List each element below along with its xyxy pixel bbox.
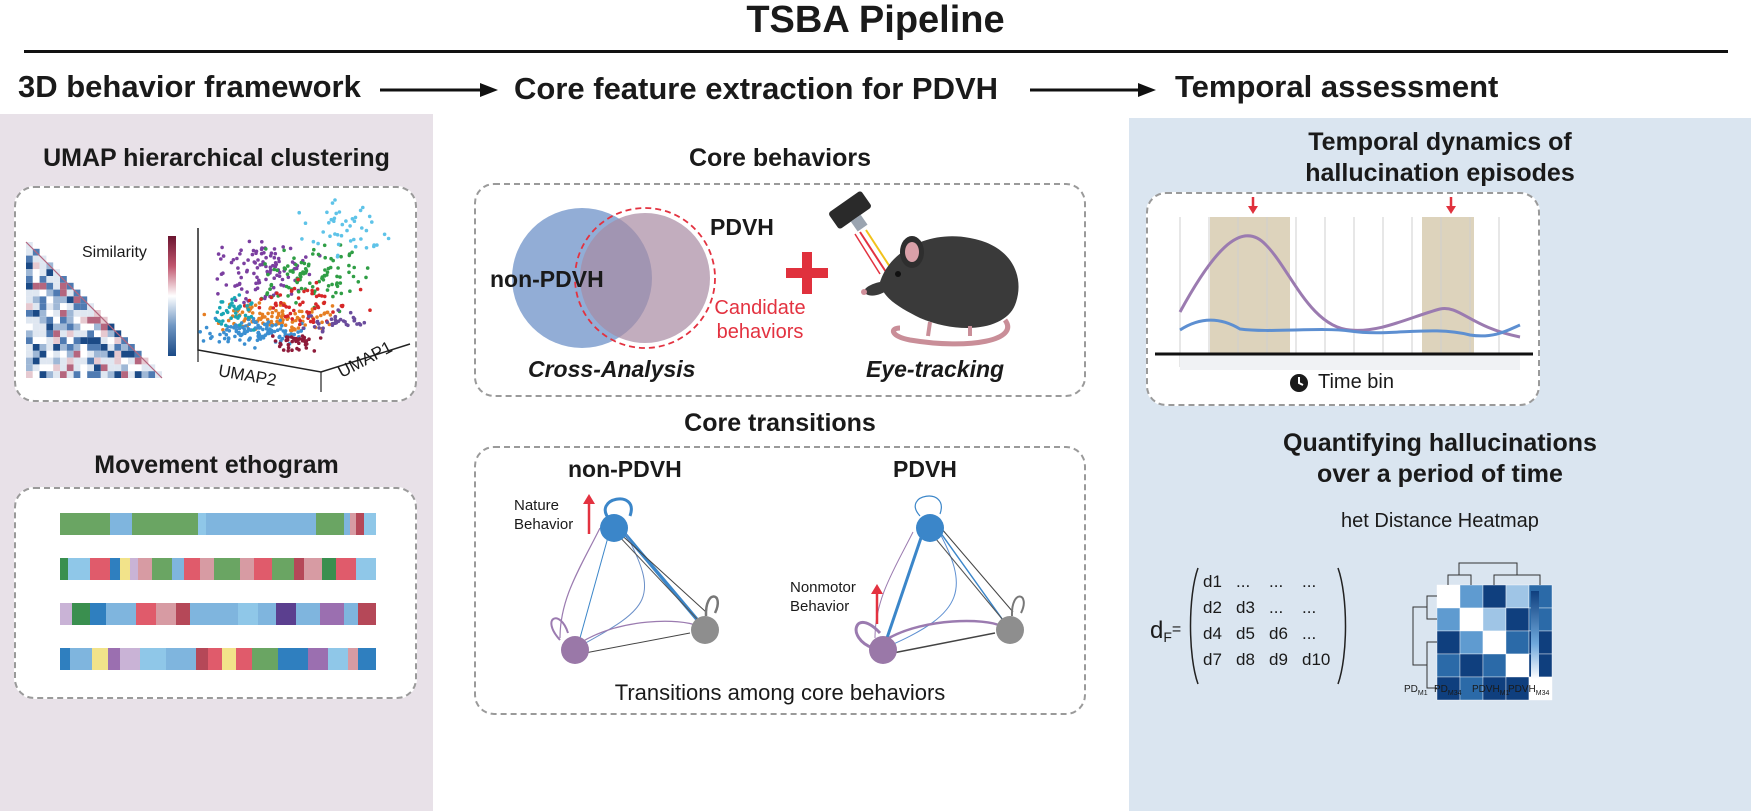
df-symbol: dF=: [1150, 617, 1181, 645]
matrix-cell: d7: [1203, 650, 1222, 669]
matrix-cell: ...: [1302, 598, 1317, 617]
df-subscript: F: [1163, 629, 1172, 645]
transition-graph-non-pdvh: [550, 497, 720, 664]
matrix-cell: d6: [1269, 624, 1288, 643]
matrix-cell: d3: [1236, 598, 1255, 617]
up-arrow-icon: [583, 494, 595, 534]
nonmotor-behavior-line-2: Behavior: [790, 598, 850, 615]
graph-title-pdvh: PDVH: [893, 456, 957, 482]
similarity-colorbar: [168, 236, 176, 356]
heatmap-label-base: PD: [1434, 684, 1448, 695]
clock-icon: [1290, 374, 1308, 392]
section-title-extraction: Core feature extraction for PDVH: [514, 71, 999, 106]
matrix-cell: ...: [1269, 572, 1284, 591]
matrix-cell: ...: [1302, 624, 1317, 643]
heatmap-label-sub: M1: [1499, 690, 1510, 697]
matrix-cell: d8: [1236, 650, 1255, 669]
up-arrow-icon: [871, 584, 883, 624]
df-d: d: [1150, 617, 1164, 644]
quant-title-line-1: Quantifying hallucinations: [1283, 429, 1597, 457]
candidate-behaviors-label: Candidate behaviors: [705, 296, 815, 344]
nature-behavior-line-2: Behavior: [514, 516, 574, 533]
graph-title-non-pdvh: non-PDVH: [568, 456, 682, 482]
temporal-title: Temporal dynamics of hallucination episo…: [1129, 127, 1751, 189]
time-bin-label: Time bin: [1318, 371, 1394, 393]
section-title-framework: 3D behavior framework: [18, 69, 361, 104]
candidate-line-1: Candidate: [714, 297, 806, 319]
matrix-cell: d10: [1302, 650, 1331, 669]
matrix-cell: ...: [1269, 598, 1284, 617]
similarity-label: Similarity: [82, 244, 147, 261]
matrix-brackets: [1189, 567, 1347, 685]
eye-tracking-label: Eye-tracking: [866, 356, 1005, 382]
nature-behavior-label: Nature Behavior: [514, 496, 573, 534]
temporal-title-line-2: hallucination episodes: [1305, 159, 1575, 187]
core-transitions-box: [474, 446, 1086, 715]
cross-analysis-label: Cross-Analysis: [528, 356, 696, 382]
plus-icon: [786, 252, 828, 294]
temporal-dynamics-plot: [1155, 197, 1533, 370]
matrix-cell: d9: [1269, 650, 1288, 669]
ethogram-title: Movement ethogram: [94, 451, 339, 479]
down-arrow-icon: [1446, 197, 1456, 214]
mouse-eye-tracking-illustration: [829, 191, 1019, 347]
transition-graph-pdvh: [854, 495, 1025, 664]
transitions-caption: Transitions among core behaviors: [614, 680, 946, 705]
title-divider: [24, 50, 1728, 53]
venn-label-pdvh: PDVH: [710, 214, 774, 240]
down-arrow-icon: [1248, 197, 1258, 214]
matrix-cell: ...: [1302, 572, 1317, 591]
quant-title-line-2: over a period of time: [1317, 460, 1563, 488]
heatmap-label-base: PDVH: [1472, 684, 1500, 695]
page-title: TSBA Pipeline: [746, 0, 1005, 41]
candidate-line-2: behaviors: [716, 321, 804, 343]
heatmap-label-base: PDVH: [1508, 684, 1536, 695]
heatmap-label-sub: M34: [1535, 690, 1550, 697]
heatmap-label-sub: M1: [1417, 690, 1428, 697]
umap-scatter-plot: [197, 198, 411, 392]
quant-title: Quantifying hallucinations over a period…: [1129, 428, 1751, 490]
section-title-temporal: Temporal assessment: [1175, 69, 1499, 104]
temporal-title-line-1: Temporal dynamics of: [1308, 128, 1572, 156]
heatmap-label: PDVHM1: [1472, 684, 1510, 697]
arrow-right-icon: [380, 83, 498, 97]
matrix-cell: d1: [1203, 572, 1222, 591]
nonmotor-behavior-label: Nonmotor Behavior: [790, 578, 856, 616]
similarity-matrix: [25, 241, 163, 379]
nonmotor-behavior-line-1: Nonmotor: [790, 579, 856, 596]
core-behaviors-title: Core behaviors: [688, 144, 871, 172]
venn-diagram: [512, 207, 716, 349]
heatmap-label-base: PD: [1404, 684, 1418, 695]
heatmap-title: het Distance Heatmap: [1341, 510, 1539, 532]
distance-heatmap: [1412, 562, 1553, 701]
core-transitions-title: Core transitions: [684, 409, 876, 437]
matrix-cell: ...: [1236, 572, 1251, 591]
heatmap-label: PDVHM34: [1508, 684, 1549, 697]
movement-ethogram: [60, 513, 376, 670]
nature-behavior-line-1: Nature: [514, 497, 560, 514]
matrix-cell: d4: [1203, 624, 1222, 643]
matrix-cell: d2: [1203, 598, 1222, 617]
umap-title: UMAP hierarchical clustering: [43, 144, 390, 172]
arrow-right-icon: [1030, 83, 1156, 97]
venn-label-non-pdvh: non-PDVH: [490, 266, 604, 292]
heatmap-label: PDM1: [1404, 684, 1428, 697]
heatmap-label: PDM34: [1434, 684, 1462, 697]
heatmap-label-sub: M34: [1447, 690, 1462, 697]
df-equals: =: [1171, 621, 1182, 638]
matrix-cell: d5: [1236, 624, 1255, 643]
